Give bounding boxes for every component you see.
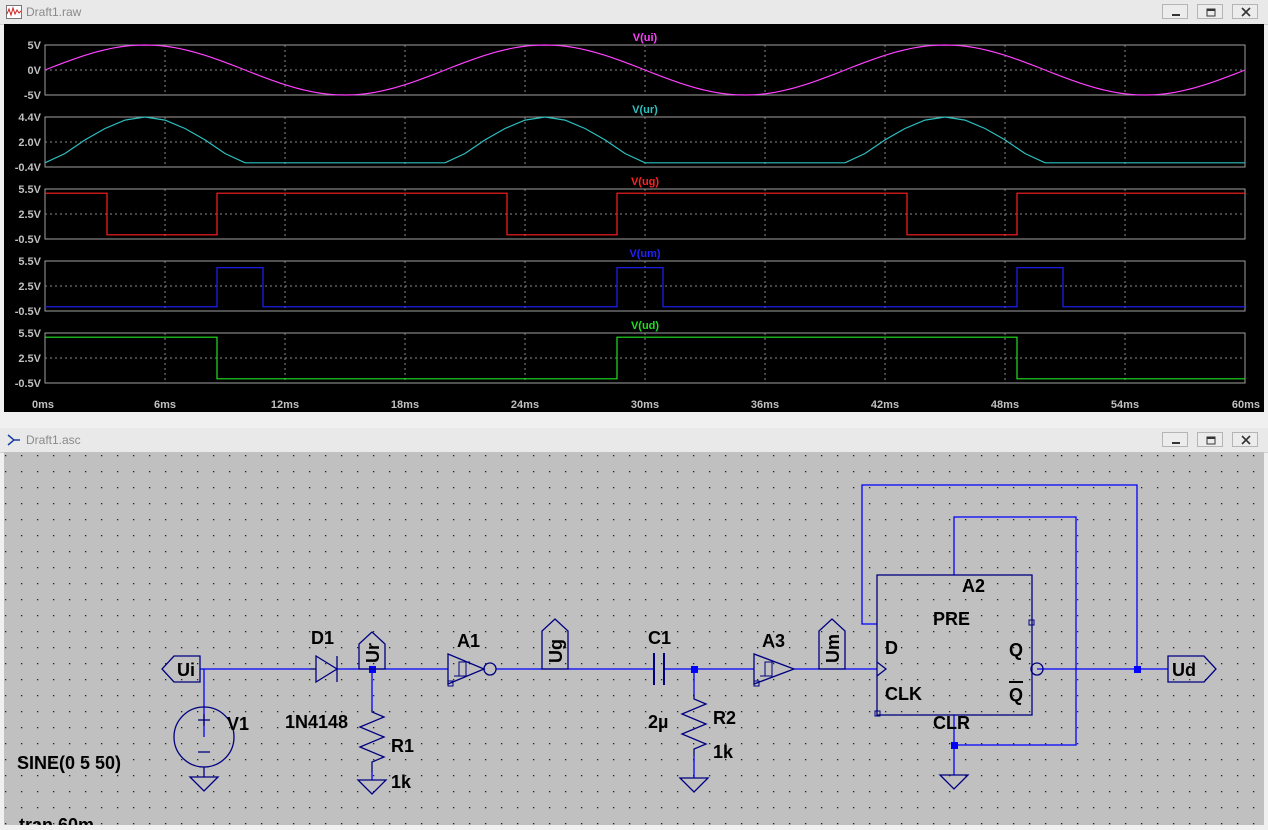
source-spec: SINE(0 5 50): [17, 753, 121, 773]
y-tick-label: 2.5V: [18, 353, 41, 365]
minimize-button[interactable]: [1162, 432, 1188, 447]
pane-title-V(ud): V(ud): [631, 320, 659, 332]
net-label-ud: Ud: [1172, 660, 1196, 680]
label-r2-value: 1k: [713, 742, 734, 762]
restore-icon: [1206, 8, 1216, 17]
waveform-icon: [6, 5, 22, 19]
y-tick-label: 5.5V: [18, 256, 41, 268]
net-label-um: Um: [823, 634, 843, 663]
pin-clr: CLR: [933, 713, 970, 733]
minimize-button[interactable]: [1162, 4, 1188, 19]
pin-clk: CLK: [885, 684, 922, 704]
label-r2: R2: [713, 708, 736, 728]
net-flag-um[interactable]: [818, 618, 846, 670]
y-tick-label: -0.5V: [15, 234, 42, 246]
diode-d1[interactable]: [310, 654, 339, 684]
resistor-r2[interactable]: [678, 694, 710, 793]
x-tick-label: 54ms: [1111, 399, 1139, 411]
restore-button[interactable]: [1197, 432, 1223, 447]
pane-title-V(ur): V(ur): [632, 104, 658, 116]
x-tick-label: 42ms: [871, 399, 899, 411]
minimize-icon: [1172, 14, 1180, 16]
close-button[interactable]: [1232, 432, 1258, 447]
pin-d: D: [885, 638, 898, 658]
label-a2: A2: [962, 576, 985, 596]
wires: [200, 484, 1168, 780]
close-icon: [1241, 7, 1251, 17]
net-label-ug: Ug: [546, 639, 566, 663]
y-tick-label: 2.0V: [18, 137, 41, 149]
restore-button[interactable]: [1197, 4, 1223, 19]
y-tick-label: -0.5V: [15, 306, 42, 318]
net-label-ui: Ui: [177, 660, 195, 680]
voltage-source-v1[interactable]: [173, 706, 235, 792]
schematic-drawing[interactable]: Ui Ud Ur Ug Um V1 D1 1N4148 R1 1k A1 C1 …: [4, 452, 1264, 830]
y-tick-label: 2.5V: [18, 281, 41, 293]
waveform-window-title: Draft1.raw: [26, 5, 82, 19]
y-tick-label: 0V: [28, 65, 42, 77]
pane-title-V(um): V(um): [629, 248, 661, 260]
x-tick-label: 30ms: [631, 399, 659, 411]
pane-title-V(ui): V(ui): [633, 32, 658, 44]
pin-pre: PRE: [933, 609, 970, 629]
waveform-plot-area[interactable]: 5V 0V -5V V(ui) 4.4V 2.0V -0.4V V(ur) 5.5V 2.5V -0…: [4, 24, 1264, 412]
x-tick-label: 12ms: [271, 399, 299, 411]
y-tick-label: -0.5V: [15, 378, 42, 390]
label-c1: C1: [648, 628, 671, 648]
x-tick-label: 60ms: [1232, 399, 1260, 411]
label-r1: R1: [391, 736, 414, 756]
label-a1: A1: [457, 631, 480, 651]
net-label-ur: Ur: [363, 643, 383, 663]
trace-V(ud)[interactable]: [45, 336, 1245, 380]
schematic-canvas[interactable]: Ui Ud Ur Ug Um V1 D1 1N4148 R1 1k A1 C1 …: [4, 452, 1264, 830]
trace-V(ui)[interactable]: [44, 44, 1246, 96]
trace-V(um)[interactable]: [45, 267, 1245, 308]
close-button[interactable]: [1232, 4, 1258, 19]
restore-icon: [1206, 436, 1216, 445]
schmitt-inverter-a1[interactable]: [447, 653, 497, 687]
pane-title-V(ug): V(ug): [631, 176, 659, 188]
x-tick-label: 18ms: [391, 399, 419, 411]
x-tick-label: 6ms: [154, 399, 176, 411]
y-tick-label: -5V: [24, 90, 42, 102]
y-tick-label: 4.4V: [18, 112, 41, 124]
y-tick-label: 5.5V: [18, 184, 41, 196]
y-tick-label: -0.4V: [15, 162, 42, 174]
label-c1-value: 2µ: [648, 712, 668, 732]
resistor-r1[interactable]: [356, 709, 388, 795]
schematic-window: Draft1.asc: [0, 428, 1268, 830]
capacitor-c1[interactable]: [653, 653, 665, 685]
y-tick-label: 5.5V: [18, 328, 41, 340]
trace-V(ur)[interactable]: [44, 116, 1245, 164]
flip-flop-a2[interactable]: [874, 574, 1044, 790]
label-d1-model: 1N4148: [285, 712, 348, 732]
schematic-title-bar[interactable]: Draft1.asc: [0, 428, 1268, 453]
waveform-chart[interactable]: 5V 0V -5V V(ui) 4.4V 2.0V -0.4V V(ur) 5.5V 2.5V -0…: [4, 24, 1264, 412]
schematic-window-title: Draft1.asc: [26, 433, 81, 447]
trace-V(ug)[interactable]: [45, 192, 1245, 236]
waveform-window: Draft1.raw 5V 0V -5V V(ui) 4.4V 2.0V -0.4V V(ur…: [0, 0, 1268, 412]
waveform-title-bar[interactable]: Draft1.raw: [0, 0, 1268, 25]
label-v1: V1: [227, 714, 249, 734]
schematic-icon: [7, 434, 20, 446]
net-flag-ug[interactable]: [541, 618, 569, 670]
x-tick-label: 0ms: [32, 399, 54, 411]
pin-q: Q: [1009, 640, 1023, 660]
x-tick-label: 24ms: [511, 399, 539, 411]
net-flag-ui[interactable]: [161, 655, 201, 683]
y-tick-label: 2.5V: [18, 209, 41, 221]
label-a3: A3: [762, 631, 785, 651]
x-tick-label: 48ms: [991, 399, 1019, 411]
minimize-icon: [1172, 442, 1180, 444]
close-icon: [1241, 435, 1251, 445]
net-flag-ud[interactable]: [1167, 655, 1217, 683]
x-tick-label: 36ms: [751, 399, 779, 411]
label-d1: D1: [311, 628, 334, 648]
schmitt-buffer-a3[interactable]: [753, 653, 796, 687]
net-flag-ur[interactable]: [358, 631, 386, 670]
label-r1-value: 1k: [391, 772, 412, 792]
sim-directive: .tran 60m: [14, 815, 94, 825]
y-tick-label: 5V: [28, 40, 42, 52]
pin-qbar: Q: [1009, 685, 1023, 705]
